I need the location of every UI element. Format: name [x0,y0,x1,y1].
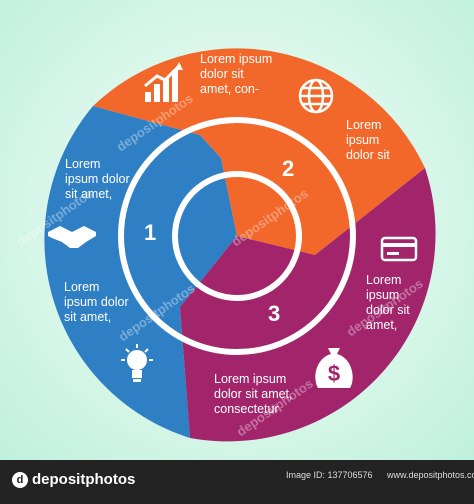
handshake-icon [48,226,96,248]
footer-site-link[interactable]: www.depositphotos.com [387,470,474,480]
segment-3-number: 3 [268,301,281,326]
svg-text:$: $ [328,361,340,386]
brand-logo-icon: d [12,472,28,489]
inner-white-ring [172,171,302,301]
money-bag-icon: $ [315,348,353,388]
growth-chart-icon [144,62,183,102]
globe-icon [298,78,334,114]
circular-infographic: $ [44,48,436,442]
segment-1-number: 1 [144,220,157,245]
footer-image-id: Image ID: 137706576 [286,470,373,480]
segment-1-blue [44,106,237,438]
outer-white-ring [118,117,356,355]
segment-3-purple [180,168,436,442]
credit-card-icon [380,236,418,262]
segment-2-number: 2 [282,156,295,181]
lightbulb-icon [121,344,153,382]
footer-brand-text: depositphotos [32,471,136,488]
